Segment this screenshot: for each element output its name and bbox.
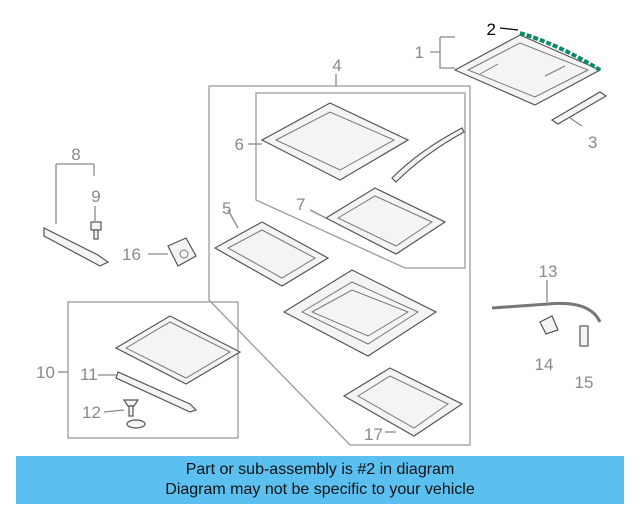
part-2-weatherstrip[interactable]	[519, 31, 602, 72]
part-7-panel[interactable]	[324, 187, 447, 255]
part-17-frame[interactable]	[342, 367, 464, 437]
callout-5: 5	[222, 199, 231, 218]
callout-labels: 1 2 3 4 5 6 7 8 9 10 11 12 13 14 15 16 1…	[36, 20, 597, 444]
callout-8: 8	[71, 145, 80, 164]
callout-13: 13	[539, 262, 558, 281]
part-1-glass-panel[interactable]	[453, 34, 602, 106]
callout-4: 4	[332, 56, 341, 75]
callout-10: 10	[36, 363, 55, 382]
callout-15: 15	[575, 373, 594, 392]
callout-12: 12	[82, 403, 101, 422]
parts-diagram: 1 2 3 4 5 6 7 8 9 10 11 12 13 14 15 16 1…	[36, 20, 608, 446]
callout-17: 17	[364, 425, 383, 444]
part-9-clip[interactable]	[90, 221, 102, 240]
part-10-sunshade[interactable]	[114, 315, 242, 385]
part-8-rail[interactable]	[43, 227, 110, 267]
group-frame-6-7	[255, 92, 466, 269]
part-14-clip[interactable]	[539, 315, 559, 335]
part-frame-assembly[interactable]	[282, 269, 438, 357]
group-frame-4	[208, 85, 471, 446]
callout-6: 6	[235, 135, 244, 154]
part-6-panel[interactable]	[260, 102, 410, 181]
callout-14: 14	[535, 355, 554, 374]
callout-7: 7	[296, 195, 305, 214]
part-11-guide[interactable]	[115, 371, 198, 413]
callout-3: 3	[588, 133, 597, 152]
info-banner: Part or sub-assembly is #2 in diagram Di…	[16, 456, 624, 504]
group-frame-10	[67, 301, 239, 439]
callout-9: 9	[91, 187, 100, 206]
part-16-motor[interactable]	[167, 237, 197, 267]
callout-1: 1	[415, 43, 424, 62]
part-5-panel[interactable]	[213, 221, 330, 287]
callout-2: 2	[487, 20, 496, 39]
part-13-drain-hose[interactable]	[491, 301, 602, 323]
banner-line-1: Part or sub-assembly is #2 in diagram	[185, 461, 455, 478]
callout-11: 11	[80, 365, 98, 384]
part-12-screw[interactable]	[122, 399, 146, 429]
banner-line-2: Diagram may not be specific to your vehi…	[165, 481, 475, 498]
part-3-deflector[interactable]	[550, 91, 608, 125]
part-15-valve[interactable]	[579, 325, 589, 347]
part-curved-strip[interactable]	[391, 127, 465, 183]
leader-lines	[55, 27, 583, 433]
callout-16: 16	[122, 245, 141, 264]
